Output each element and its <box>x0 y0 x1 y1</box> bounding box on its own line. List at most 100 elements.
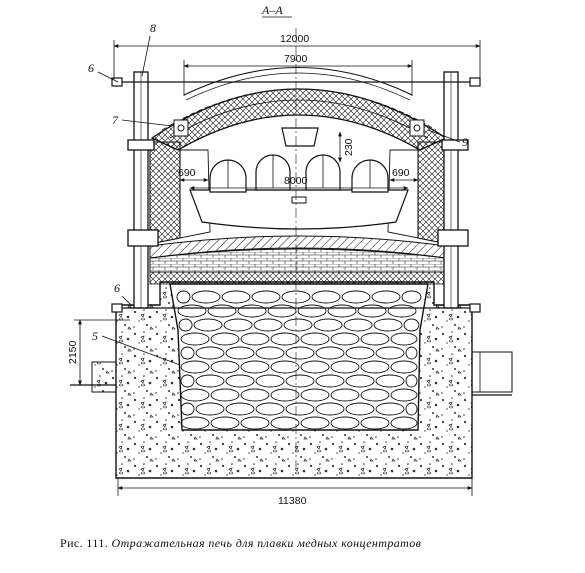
section-label: А–А <box>261 3 283 17</box>
dim-side-right: 690 <box>392 167 410 179</box>
tap-hole <box>291 196 307 204</box>
masonry-stone <box>297 304 327 318</box>
callout-leaders <box>97 35 461 366</box>
masonry-stone <box>270 388 300 402</box>
masonry-stone <box>315 374 345 388</box>
masonry-stone <box>270 360 300 374</box>
masonry-stone <box>180 332 210 346</box>
masonry-stone <box>237 304 267 318</box>
callout-8: 8 <box>150 21 156 35</box>
masonry-stone <box>195 402 225 416</box>
dim-roof-span: 7900 <box>284 53 308 65</box>
masonry-stone <box>255 374 285 388</box>
masonry-stone <box>345 346 375 360</box>
dim-depth: 2150 <box>67 340 79 364</box>
masonry-stone <box>390 388 418 402</box>
callout-6-bottom: 6 <box>114 281 120 295</box>
bath <box>189 189 409 230</box>
callout-5: 5 <box>92 329 98 343</box>
masonry-stone <box>405 374 418 388</box>
furnace-section-drawing: А–А 12000 7900 8000 690 690 230 2150 113… <box>67 3 513 507</box>
skewback-brackets <box>173 119 425 137</box>
dim-overall-width: 12000 <box>280 33 309 45</box>
masonry-stone <box>405 402 418 416</box>
masonry-stone <box>225 346 255 360</box>
masonry-stone <box>345 402 375 416</box>
masonry-stone <box>178 318 193 332</box>
masonry-stone <box>210 388 240 402</box>
masonry-stone <box>387 304 417 318</box>
masonry-stone <box>210 360 240 374</box>
masonry-stone <box>180 402 195 416</box>
masonry-stone <box>315 402 345 416</box>
masonry-stone <box>195 346 225 360</box>
callout-7: 7 <box>112 113 119 127</box>
masonry-stone <box>375 346 405 360</box>
hearth-layers <box>149 235 447 285</box>
masonry-stone <box>300 388 330 402</box>
masonry-stone <box>223 318 253 332</box>
masonry-stone <box>375 402 405 416</box>
masonry-stone <box>360 360 390 374</box>
masonry-stone <box>401 290 422 304</box>
steel-buckstays <box>127 71 469 309</box>
masonry-stone <box>255 402 285 416</box>
masonry-stone <box>193 318 223 332</box>
masonry-stone <box>403 318 420 332</box>
masonry-stone <box>180 388 210 402</box>
masonry-stone <box>251 290 281 304</box>
masonry-stone <box>285 346 315 360</box>
masonry-stone <box>240 360 270 374</box>
masonry-stone <box>207 304 237 318</box>
masonry-stone <box>300 360 330 374</box>
masonry-stone <box>210 332 240 346</box>
masonry-stone <box>210 416 240 430</box>
masonry-stone <box>345 374 375 388</box>
masonry-stone <box>270 416 300 430</box>
masonry-stone <box>240 332 270 346</box>
masonry-stone <box>195 374 225 388</box>
masonry-stone <box>373 318 403 332</box>
masonry-stone <box>180 416 210 430</box>
callout-6-top: 6 <box>88 61 94 75</box>
masonry-stone <box>285 374 315 388</box>
masonry-stone <box>177 304 207 318</box>
masonry-stone <box>390 360 418 374</box>
masonry-stone <box>191 290 221 304</box>
masonry-stone <box>330 360 360 374</box>
masonry-stone <box>225 374 255 388</box>
dim-side-left: 690 <box>178 167 196 179</box>
masonry-stone <box>270 332 300 346</box>
masonry-stone <box>330 388 360 402</box>
masonry-stone <box>300 332 330 346</box>
masonry-stone <box>240 416 270 430</box>
masonry-stone <box>300 416 330 430</box>
dim-foundation-width: 11380 <box>278 495 307 507</box>
dim-inner-width: 8000 <box>284 175 308 187</box>
masonry-stone <box>360 416 390 430</box>
masonry-stone <box>240 388 270 402</box>
masonry-stone <box>221 290 251 304</box>
masonry-stone <box>390 416 418 430</box>
masonry-stone <box>283 318 313 332</box>
dim-arch-rise: 230 <box>343 138 355 156</box>
callout-9: 9 <box>462 135 468 149</box>
masonry-stone <box>180 374 195 388</box>
furnace-side-walls <box>149 141 449 245</box>
masonry-stone <box>313 318 343 332</box>
masonry-stone <box>180 346 195 360</box>
masonry-stone <box>375 374 405 388</box>
masonry-stone <box>285 402 315 416</box>
caption-text: Отражательная печь для плавки медных кон… <box>111 536 422 550</box>
masonry-stone <box>255 346 285 360</box>
masonry-stone <box>315 346 345 360</box>
masonry-stone <box>360 332 390 346</box>
masonry-stone <box>311 290 341 304</box>
dimension-lines <box>74 40 481 496</box>
hearth-stone-masonry <box>169 283 429 431</box>
masonry-stone <box>360 388 390 402</box>
burner-ports <box>209 127 389 193</box>
masonry-stone <box>343 318 373 332</box>
masonry-stone <box>180 360 210 374</box>
masonry-stone <box>341 290 371 304</box>
